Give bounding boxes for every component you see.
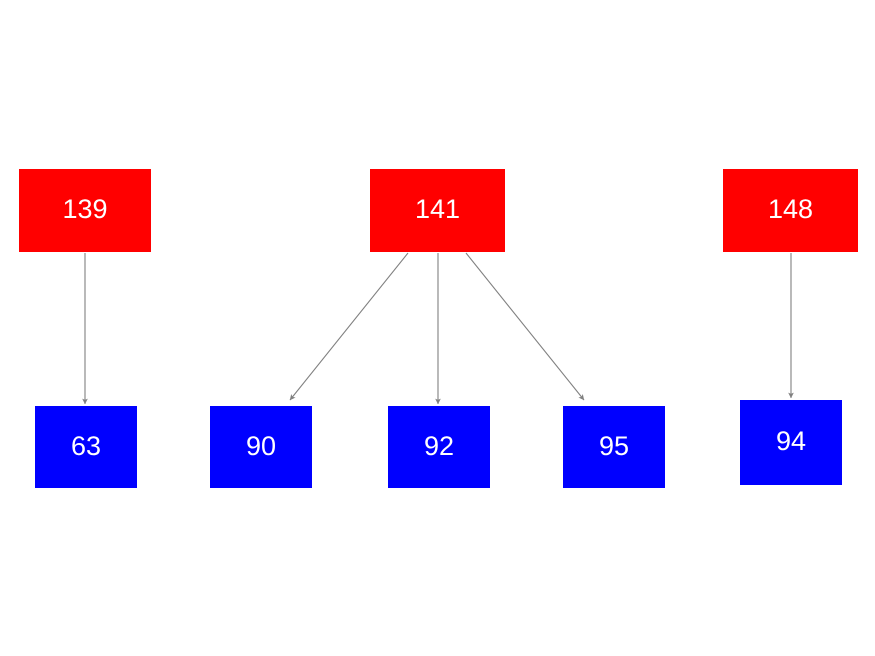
graph-node-label: 90 bbox=[245, 430, 277, 461]
graph-node-148[interactable]: 148 bbox=[723, 169, 858, 252]
graph-node-92[interactable]: 92 bbox=[388, 406, 490, 488]
graph-node-94[interactable]: 94 bbox=[740, 400, 842, 485]
graph-node-90[interactable]: 90 bbox=[210, 406, 312, 488]
graph-node-label: 94 bbox=[775, 426, 807, 456]
graph-node-label: 95 bbox=[598, 430, 630, 461]
graph-node-139[interactable]: 139 bbox=[19, 169, 151, 252]
graph-node-label: 92 bbox=[423, 430, 455, 461]
graph-node-label: 141 bbox=[414, 194, 461, 224]
graph-node-95[interactable]: 95 bbox=[563, 406, 665, 488]
graph-node-label: 63 bbox=[70, 430, 102, 461]
graph-node-141[interactable]: 141 bbox=[370, 169, 505, 252]
graph-edge-141-to-95 bbox=[465, 252, 585, 401]
graph-edge-141-to-90 bbox=[289, 252, 409, 401]
graph-node-63[interactable]: 63 bbox=[35, 406, 137, 488]
edges-group bbox=[82, 252, 794, 405]
graph-node-label: 139 bbox=[62, 194, 108, 224]
graph-node-label: 148 bbox=[767, 194, 814, 224]
